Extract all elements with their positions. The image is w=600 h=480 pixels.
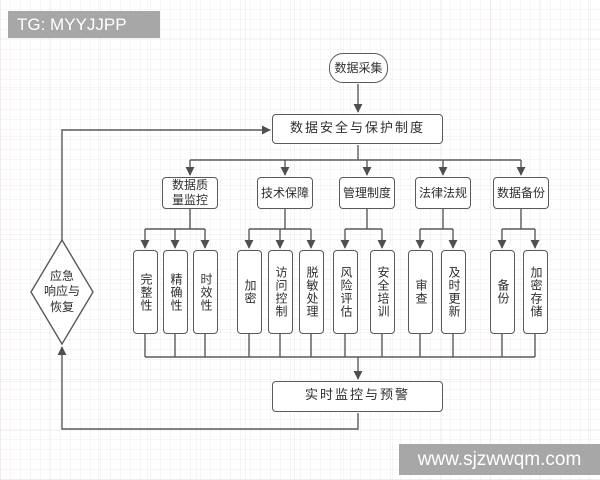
node-data-backup: 数据备份: [493, 177, 549, 209]
node-accuracy: 精确性: [163, 250, 188, 334]
emergency-diamond-shape: [30, 238, 94, 346]
node-review: 审查: [408, 250, 433, 334]
node-management-system: 管理制度: [339, 177, 395, 209]
node-access-control: 访问控制: [268, 250, 293, 334]
node-data-quality-monitoring-label: 数据质量监控: [171, 178, 208, 207]
node-realtime-monitoring-label: 实时监控与预警: [304, 388, 410, 404]
node-management-system-label: 管理制度: [342, 185, 391, 200]
node-integrity: 完整性: [133, 250, 158, 334]
node-timeliness: 时效性: [193, 250, 218, 334]
emergency-line-1: 应急: [49, 268, 74, 283]
node-security-training: 安全培训: [370, 250, 395, 334]
node-security-policy-label: 数据安全与保护制度: [289, 120, 425, 136]
node-encrypted-storage: 加密存储: [523, 250, 548, 334]
emergency-line-3: 恢复: [49, 299, 74, 314]
node-technical-support: 技术保障: [257, 177, 313, 209]
node-emergency-response: 应急 响应与 恢复: [36, 261, 88, 323]
node-laws-regulations: 法律法规: [415, 177, 471, 209]
node-encryption: 加密: [237, 250, 262, 334]
watermark-top-left: TG: MYYJJPP: [8, 11, 160, 38]
node-laws-regulations-label: 法律法规: [418, 185, 467, 200]
watermark-bottom-right: www.sjzwwqm.com: [399, 444, 600, 475]
node-timely-update: 及时更新: [441, 250, 466, 334]
node-data-collection: 数据采集: [329, 53, 388, 83]
node-data-collection-label: 数据采集: [334, 60, 383, 75]
emergency-line-2: 响应与: [43, 284, 80, 299]
node-realtime-monitoring: 实时监控与预警: [272, 381, 443, 412]
node-data-backup-label: 数据备份: [496, 185, 545, 200]
node-security-policy: 数据安全与保护制度: [272, 114, 443, 144]
node-risk-assessment: 风险评估: [333, 250, 358, 334]
node-technical-support-label: 技术保障: [260, 185, 309, 200]
node-desensitization: 脱敏处理: [299, 250, 324, 334]
node-backup: 备份: [490, 250, 515, 334]
node-data-quality-monitoring: 数据质量监控: [162, 177, 218, 209]
